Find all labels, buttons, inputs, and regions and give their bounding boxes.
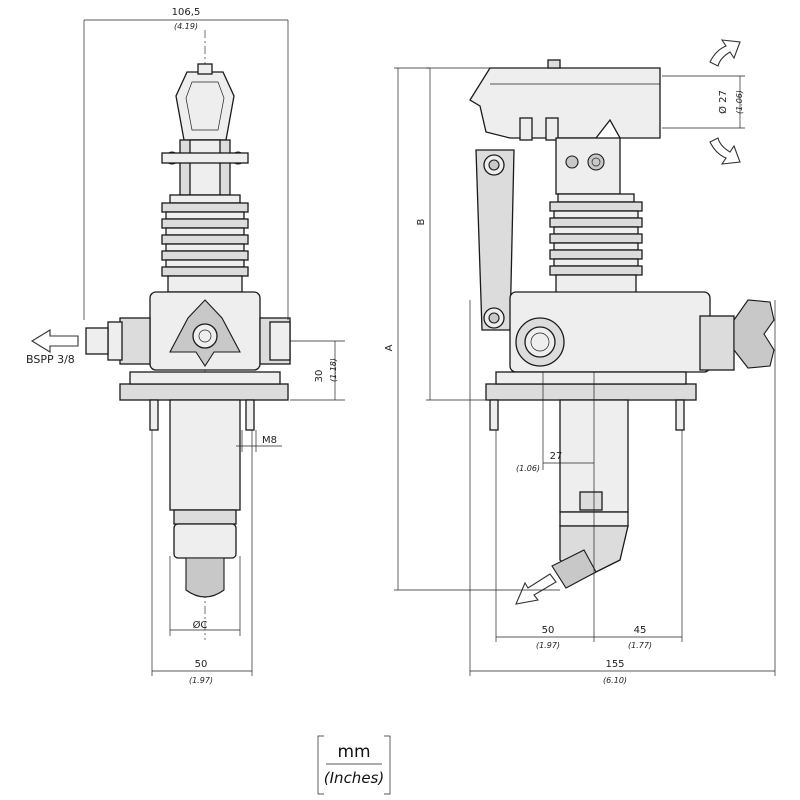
side-stud-right xyxy=(675,399,685,431)
dim-side-155-inches: (6.10) xyxy=(603,676,627,685)
bspp-label: BSPP 3/8 xyxy=(26,353,75,366)
dim-front-dia-c: ØC xyxy=(193,619,208,631)
unit-imperial: (Inches) xyxy=(324,769,384,787)
front-stud-left xyxy=(149,399,159,431)
dim-side-50-inches: (1.97) xyxy=(536,641,560,650)
dim-front-width-inches: (4.19) xyxy=(174,22,198,31)
front-handle-cap xyxy=(197,63,213,75)
unit-legend: mm (Inches) xyxy=(317,735,391,795)
front-base-plate xyxy=(119,383,289,401)
dim-front-m8: M8 xyxy=(262,435,277,446)
dim-side-27: 27 xyxy=(550,451,563,462)
side-bellows xyxy=(549,193,643,294)
dim-side-50: 50 xyxy=(542,625,555,636)
side-stud-left xyxy=(489,399,499,431)
side-clevis xyxy=(555,137,621,195)
front-bellows xyxy=(161,194,249,293)
dim-side-45: 45 xyxy=(634,625,647,636)
front-port-left xyxy=(119,317,151,365)
dim-side-45-inches: (1.77) xyxy=(628,641,652,650)
front-port-fitting xyxy=(85,327,109,355)
front-cylinder xyxy=(169,399,241,511)
side-release-nut xyxy=(699,315,735,371)
dim-side-155: 155 xyxy=(605,659,624,670)
side-handle-cap xyxy=(547,59,561,69)
dim-side-dia-27-inches: (1.06) xyxy=(735,90,744,114)
front-view: 106,5 (4.19) BSPP 3/8 30 (1.18) M8 ØC 50… xyxy=(26,7,345,685)
front-stud-right xyxy=(245,399,255,431)
side-view: Ø 27 (1.06) B A 27 (1.06) 50 (1.97) 45 (… xyxy=(384,39,776,685)
dim-side-b: B xyxy=(416,218,427,225)
dim-side-dia-27: Ø 27 xyxy=(717,90,729,114)
dim-front-30: 30 xyxy=(314,370,325,383)
dim-front-base-50-inches: (1.97) xyxy=(189,676,213,685)
side-inlet-arrow xyxy=(515,573,557,605)
rotate-arrow-bottom xyxy=(709,137,741,165)
unit-metric: mm xyxy=(337,742,370,762)
side-link-bar xyxy=(475,149,515,331)
bspp-outlet-arrow xyxy=(30,329,79,353)
dim-side-a: A xyxy=(384,344,395,351)
side-release-knob[interactable] xyxy=(733,299,775,369)
dim-front-30-inches: (1.18) xyxy=(329,358,338,382)
front-suction-nozzle xyxy=(185,557,225,598)
side-suction-nozzle xyxy=(551,549,597,589)
front-suction-end xyxy=(173,523,237,559)
dim-front-width: 106,5 xyxy=(172,7,201,18)
side-base-plate xyxy=(485,383,697,401)
side-handle-arm xyxy=(469,67,661,139)
dim-side-27-inches: (1.06) xyxy=(516,464,540,473)
dim-front-base-50: 50 xyxy=(195,659,208,670)
rotate-arrow-top xyxy=(709,39,741,67)
